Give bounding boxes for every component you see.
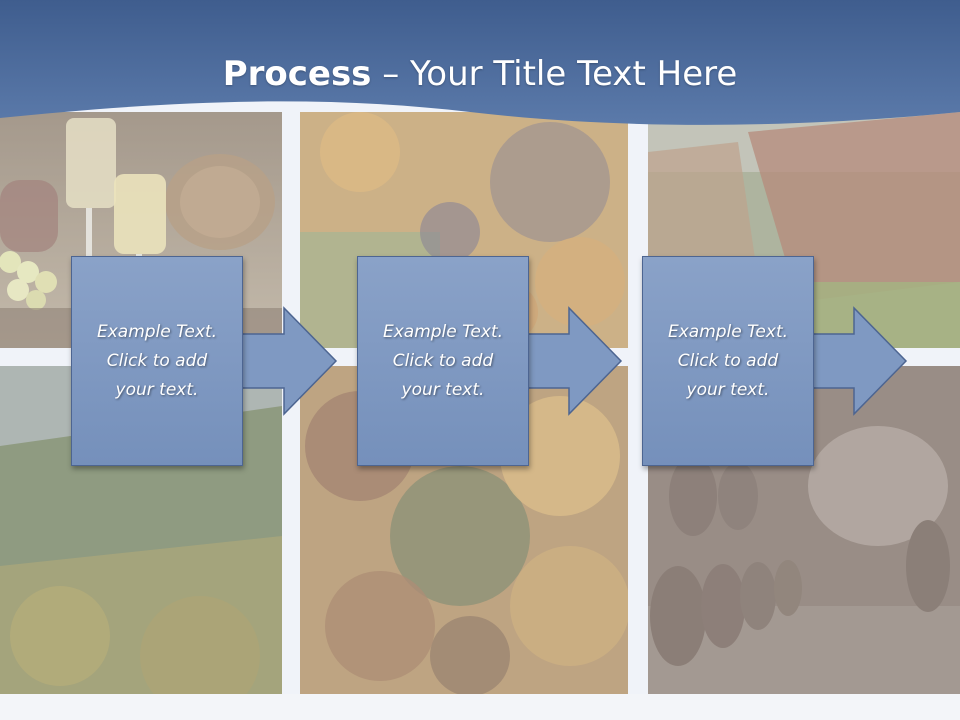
step-2-line-3: your text.	[401, 379, 485, 400]
step-1-line-2: Click to add	[106, 350, 208, 371]
step-3-text: Example Text. Click to add your text.	[658, 318, 798, 405]
step-3-line-2: Click to add	[677, 350, 779, 371]
arrow-step-1	[235, 306, 338, 416]
arrow-step-2	[520, 306, 623, 416]
step-2-text: Example Text. Click to add your text.	[373, 318, 513, 405]
title-bold: Process	[222, 54, 372, 94]
step-3-line-3: your text.	[686, 379, 770, 400]
step-1-text: Example Text. Click to add your text.	[87, 318, 227, 405]
step-1-line-3: your text.	[115, 379, 199, 400]
process-step-2[interactable]: Example Text. Click to add your text.	[357, 256, 529, 466]
footer-strip	[0, 694, 960, 720]
arrow-step-3	[805, 306, 908, 416]
slide-title[interactable]: Process – Your Title Text Here	[0, 52, 960, 96]
step-3-line-1: Example Text.	[667, 321, 789, 342]
step-1-line-1: Example Text.	[96, 321, 218, 342]
process-step-3[interactable]: Example Text. Click to add your text.	[642, 256, 814, 466]
process-step-1[interactable]: Example Text. Click to add your text.	[71, 256, 243, 466]
title-rest: – Your Title Text Here	[371, 54, 738, 94]
header-banner	[0, 0, 960, 140]
step-2-line-2: Click to add	[392, 350, 494, 371]
step-2-line-1: Example Text.	[382, 321, 504, 342]
